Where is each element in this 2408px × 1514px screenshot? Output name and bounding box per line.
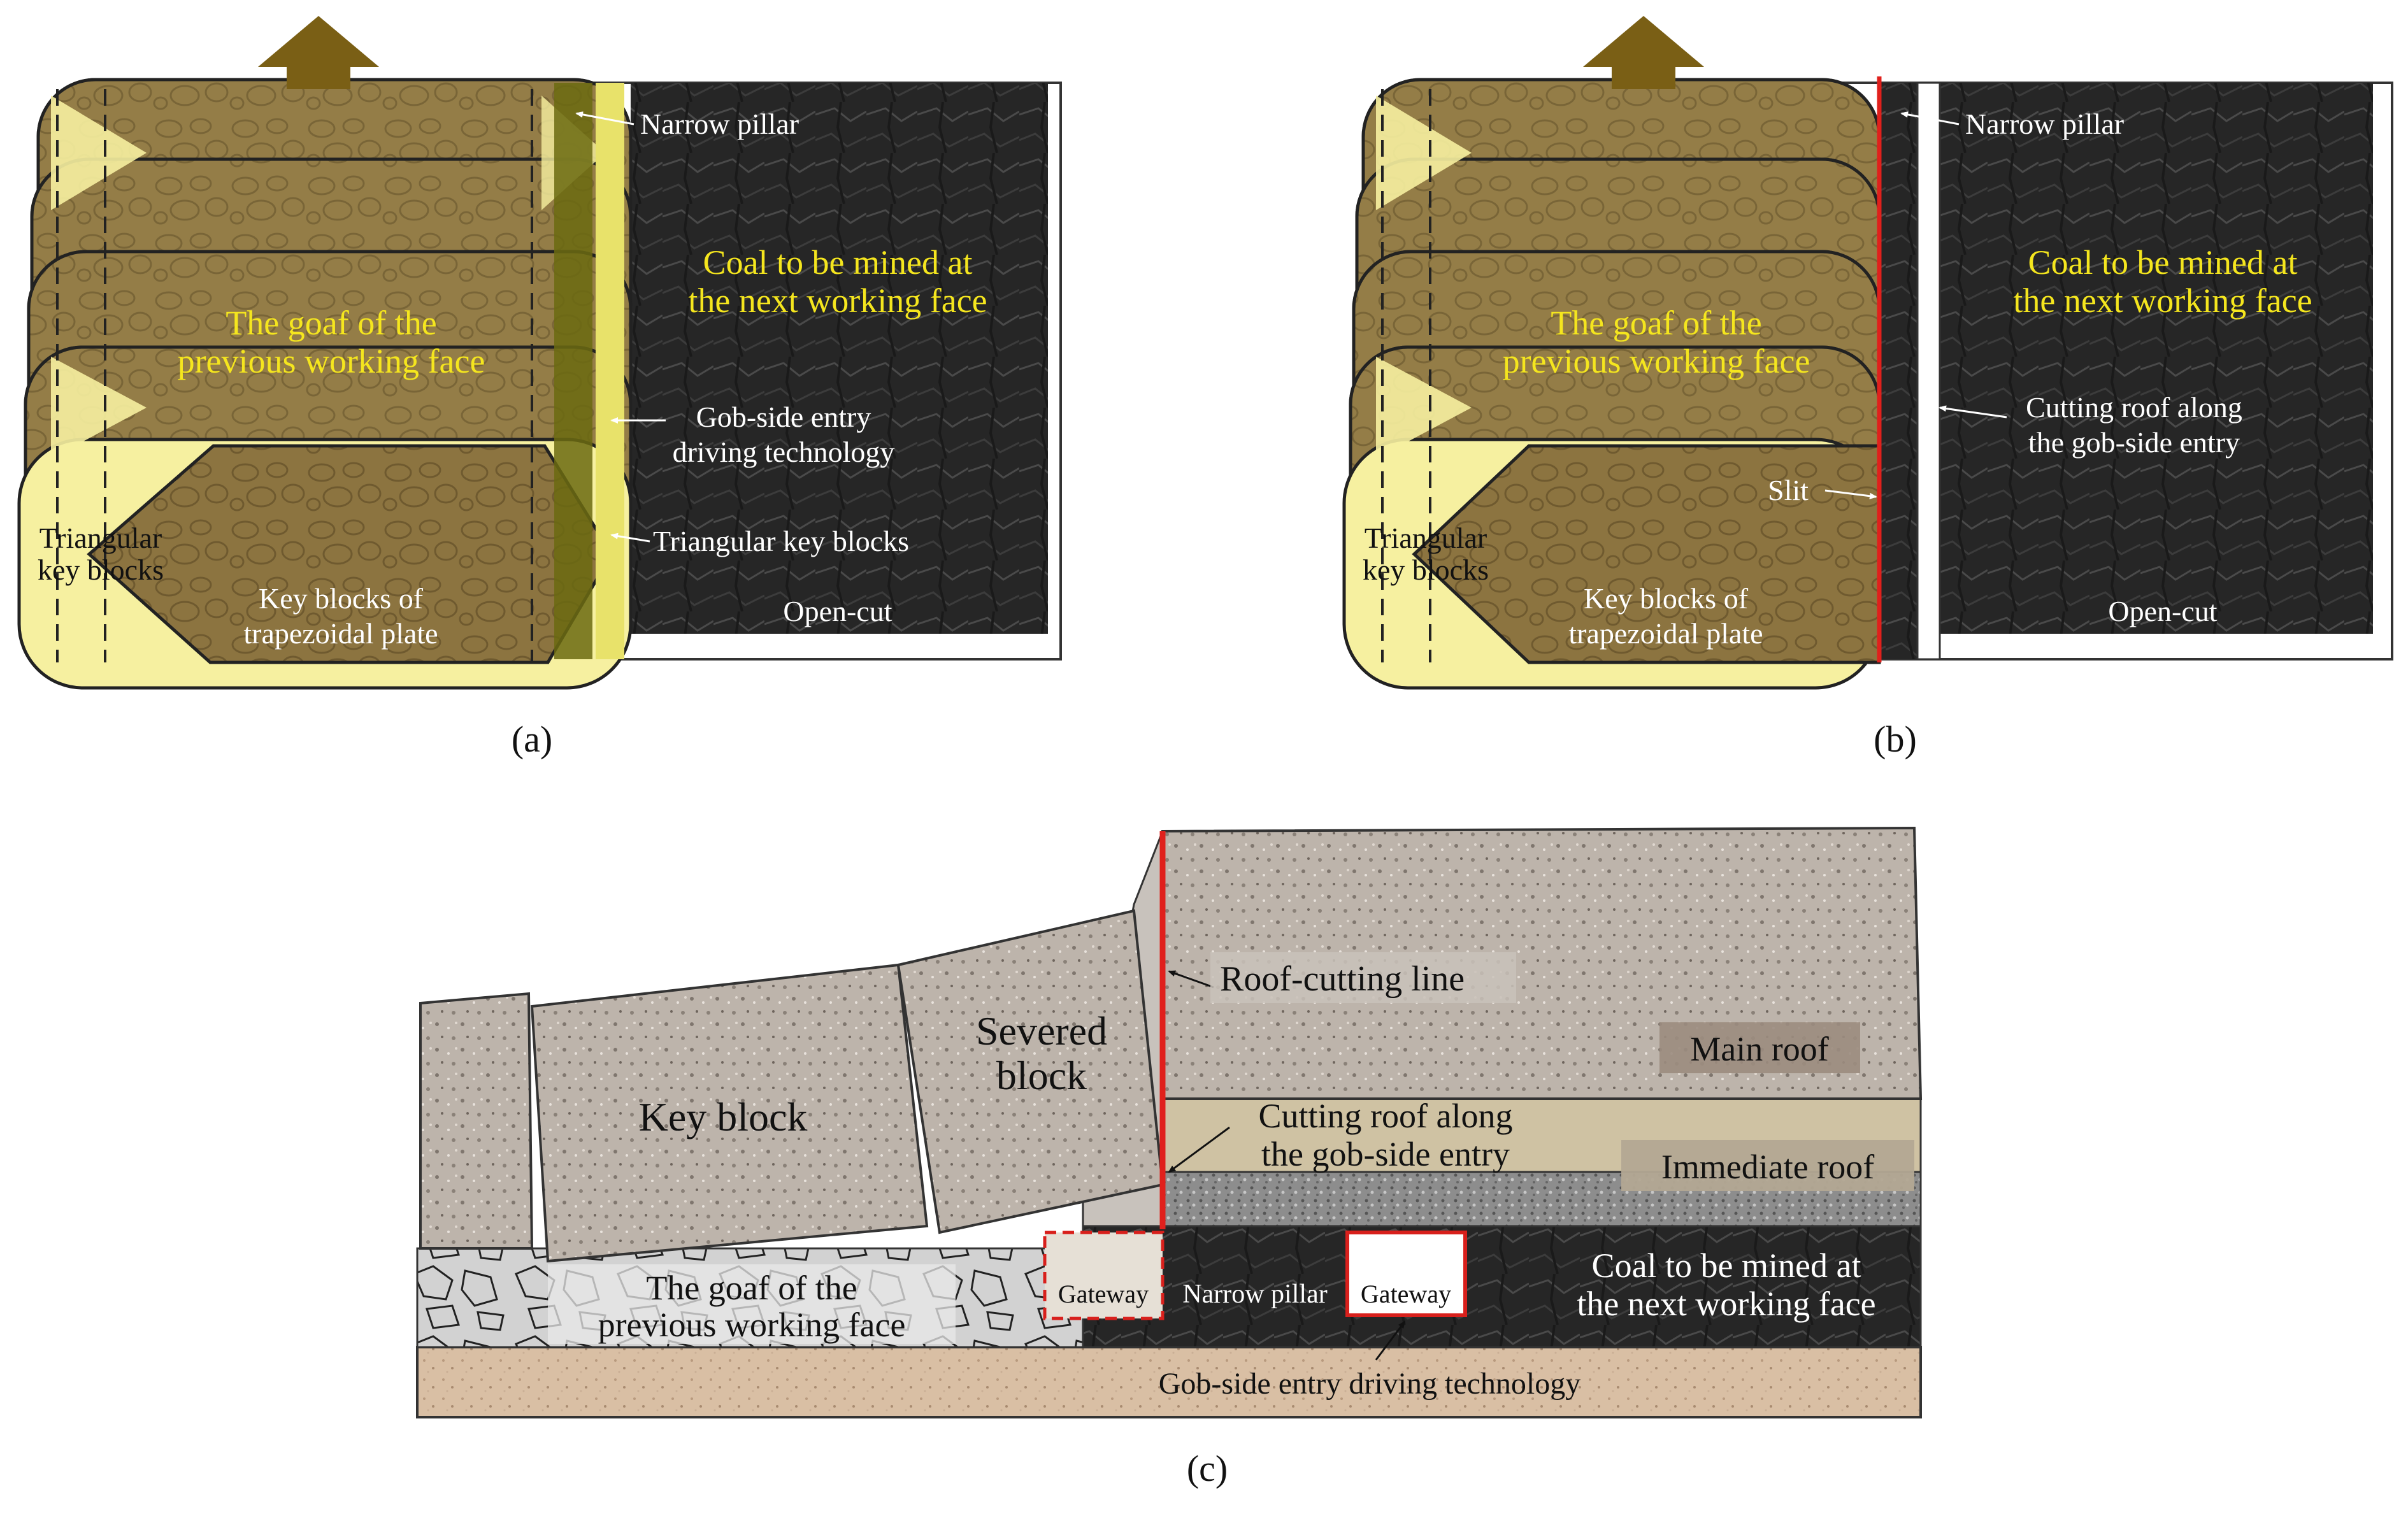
key-blocks-label-b-2: trapezoidal plate (1568, 617, 1763, 650)
goaf-label-c-2: previous working face (598, 1306, 906, 1344)
gob-entry-label-a-2: driving technology (673, 436, 895, 468)
panel-b: The goaf of the previous working face Co… (1342, 16, 2393, 760)
roof-cutting-line-label: Roof-cutting line (1220, 959, 1465, 999)
triangular-left-b-2: key blocks (1363, 553, 1489, 586)
goaf-label-b-2: previous working face (1503, 342, 1810, 380)
slit-label: Slit (1768, 474, 1809, 506)
key-blocks-label-a-2: trapezoidal plate (243, 617, 438, 650)
coal-label-c-2: the next working face (1577, 1285, 1875, 1323)
narrow-pillar-label-c: Narrow pillar (1182, 1280, 1327, 1309)
goaf-stack-b (1342, 78, 1881, 690)
gateway-left (1043, 1231, 1165, 1320)
coal-label-b-2: the next working face (2013, 282, 2312, 320)
gateway-right-label: Gateway (1361, 1280, 1451, 1308)
narrow-pillar (554, 83, 592, 659)
key-block-label: Key block (639, 1094, 808, 1139)
cutting-roof-label-b-2: the gob-side entry (2028, 426, 2240, 459)
coal-area-b (1940, 83, 2373, 634)
cutting-roof-label-b-1: Cutting roof along (2026, 391, 2242, 424)
caption-b: (b) (1874, 718, 1917, 760)
coal-label-a-2: the next working face (688, 282, 987, 320)
floor-label: Gob-side entry driving technology (1159, 1367, 1581, 1401)
caption-c: (c) (1187, 1448, 1228, 1489)
immediate-roof-label: Immediate roof (1661, 1148, 1874, 1186)
key-block (530, 963, 929, 1263)
narrow-pillar-b (1879, 83, 1917, 659)
coal-seam (1082, 1225, 1922, 1348)
narrow-pillar-label-b: Narrow pillar (1965, 108, 2124, 140)
goaf-label-c-1: The goaf of the (646, 1269, 857, 1307)
goaf-label-a-2: previous working face (178, 342, 485, 380)
goaf-label-b-1: The goaf of the (1551, 304, 1761, 342)
coal-area (631, 83, 1048, 634)
main-roof-label: Main roof (1690, 1030, 1828, 1068)
triangular-left-a-2: key blocks (38, 553, 164, 586)
open-cut-label-a: Open-cut (783, 595, 892, 627)
triangular-left-b-1: Triangular (1365, 522, 1487, 554)
goaf-stack (17, 78, 633, 690)
open-cut-label-b: Open-cut (2108, 595, 2217, 627)
severed-block-label-1: Severed (976, 1008, 1107, 1053)
triangular-key-blocks-label-a: Triangular key blocks (653, 525, 909, 557)
cutting-roof-label-c-1: Cutting roof along (1259, 1097, 1513, 1135)
coal-label-a-1: Coal to be mined at (703, 243, 973, 282)
goaf-label-a-1: The goaf of the (226, 304, 436, 342)
caption-a: (a) (512, 718, 552, 760)
triangular-left-a-1: Triangular (39, 522, 162, 554)
gateway-left-label: Gateway (1058, 1280, 1149, 1308)
severed-block-label-2: block (996, 1053, 1087, 1098)
panel-c: Roof-cutting line Severed block Key bloc… (416, 826, 1923, 1489)
gob-entry-label-a-1: Gob-side entry (696, 401, 871, 433)
cutting-roof-label-c-2: the gob-side entry (1261, 1135, 1510, 1173)
narrow-pillar-label-a: Narrow pillar (640, 108, 799, 140)
gateway-right (1345, 1231, 1467, 1317)
coal-label-c-1: Coal to be mined at (1592, 1246, 1861, 1285)
up-arrow-icon (1583, 16, 1704, 89)
coal-label-b-1: Coal to be mined at (2028, 243, 2298, 282)
floor-layer (416, 1346, 1922, 1418)
up-arrow-icon (258, 16, 379, 89)
panel-a: The goaf of the previous working face Co… (17, 16, 1062, 760)
key-blocks-label-b-1: Key blocks of (1584, 582, 1749, 615)
key-blocks-label-a-1: Key blocks of (259, 582, 424, 615)
